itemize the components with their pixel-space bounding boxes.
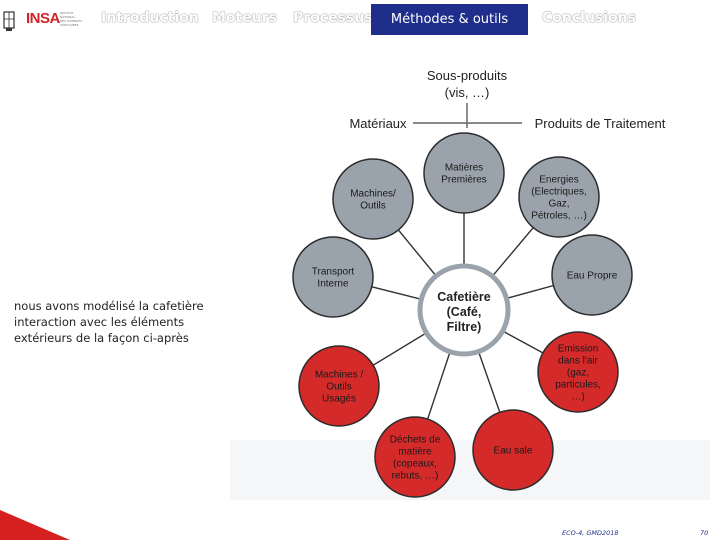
tab-processus[interactable]: Processus — [293, 10, 373, 26]
node-label-transport-interne: Interne — [317, 279, 349, 290]
node-label-energies: Gaz, — [548, 199, 569, 210]
node-label-energies: (Electriques, — [531, 187, 587, 198]
node-label-matieres-premieres: Premières — [441, 175, 487, 186]
coffee-maker-interaction-diagram: Sous-produits (vis, …) Matériaux Produit… — [230, 60, 710, 500]
node-label-machines-outils-usages: Outils — [326, 382, 352, 393]
node-label-machines-outils: Machines/ — [350, 189, 396, 200]
node-circle-transport-interne — [292, 236, 374, 318]
node-label-emission-air: (gaz, — [567, 368, 589, 379]
center-node: Cafetière (Café, Filtre) — [417, 263, 511, 357]
description-text: nous avons modélisé la cafetière interac… — [14, 299, 204, 345]
node-label-machines-outils-usages: Machines / — [315, 370, 364, 381]
node-circle-machines-outils — [332, 158, 414, 240]
node-circle-eau-propre — [551, 234, 633, 316]
right-label: Produits de Traitement — [535, 116, 666, 131]
tab-methodes-outils[interactable]: Méthodes & outils — [371, 4, 528, 35]
page-number: 70 — [700, 529, 709, 537]
node-circle-eau-sale — [472, 409, 554, 491]
node-label-emission-air: particules, — [555, 380, 601, 391]
node-circle-matieres-premieres — [423, 132, 505, 214]
center-line3: Filtre) — [447, 320, 482, 334]
node-label-dechets-matiere: matière — [398, 447, 432, 458]
footer-course: ECO-4, GMD2018 — [562, 529, 619, 537]
node-label-emission-air: dans l'air — [558, 356, 598, 367]
node-circle-dechets-matiere — [374, 416, 456, 498]
node-label-transport-interne: Transport — [312, 267, 355, 278]
node-label-emission-air: …) — [571, 392, 584, 403]
node-circle-machines-outils-usages — [298, 345, 380, 427]
diagram-svg: Sous-produits (vis, …) Matériaux Produit… — [230, 60, 710, 500]
node-label-eau-sale: Eau sale — [494, 446, 533, 457]
node-circle-energies — [518, 156, 600, 238]
node-label-dechets-matiere: (copeaux, — [393, 459, 437, 470]
node-eau-sale: Eau sale — [472, 409, 554, 491]
top-label-line2: (vis, …) — [445, 85, 490, 100]
node-label-matieres-premieres: Matières — [445, 163, 483, 174]
top-navigation-bar: INSA INSTITUT NATIONAL DES SCIENCES APPL… — [0, 0, 720, 40]
node-label-energies: Energies — [539, 175, 578, 186]
crest-icon — [3, 11, 15, 31]
node-circle-emission-air — [537, 331, 619, 413]
node-label-energies: Pétroles, …) — [531, 211, 587, 222]
node-machines-outils: Machines/Outils — [332, 158, 414, 240]
node-energies: Energies(Electriques,Gaz,Pétroles, …) — [518, 156, 600, 238]
top-label-line1: Sous-produits — [427, 68, 508, 83]
node-label-emission-air: Emission — [558, 344, 599, 355]
node-eau-propre: Eau Propre — [551, 234, 633, 316]
logo-subtext: INSTITUT NATIONAL DES SCIENCES APPLIQUÉE… — [60, 11, 82, 27]
corner-decoration — [0, 510, 70, 540]
center-line2: (Café, — [447, 305, 482, 319]
tab-moteurs[interactable]: Moteurs — [212, 10, 277, 26]
diagram-background — [230, 440, 710, 500]
node-label-dechets-matiere: Déchets de — [390, 435, 441, 446]
node-label-machines-outils: Outils — [360, 201, 386, 212]
left-label: Matériaux — [349, 116, 407, 131]
center-line1: Cafetière — [437, 290, 491, 304]
insa-logo: INSA INSTITUT NATIONAL DES SCIENCES APPL… — [0, 4, 82, 32]
logo-text: INSA — [26, 10, 60, 27]
node-label-dechets-matiere: rebuts, …) — [392, 471, 439, 482]
tab-conclusions[interactable]: Conclusions — [542, 10, 636, 26]
node-label-eau-propre: Eau Propre — [567, 271, 618, 282]
tab-introduction[interactable]: Introduction — [101, 10, 199, 26]
node-label-machines-outils-usages: Usagés — [322, 394, 356, 405]
